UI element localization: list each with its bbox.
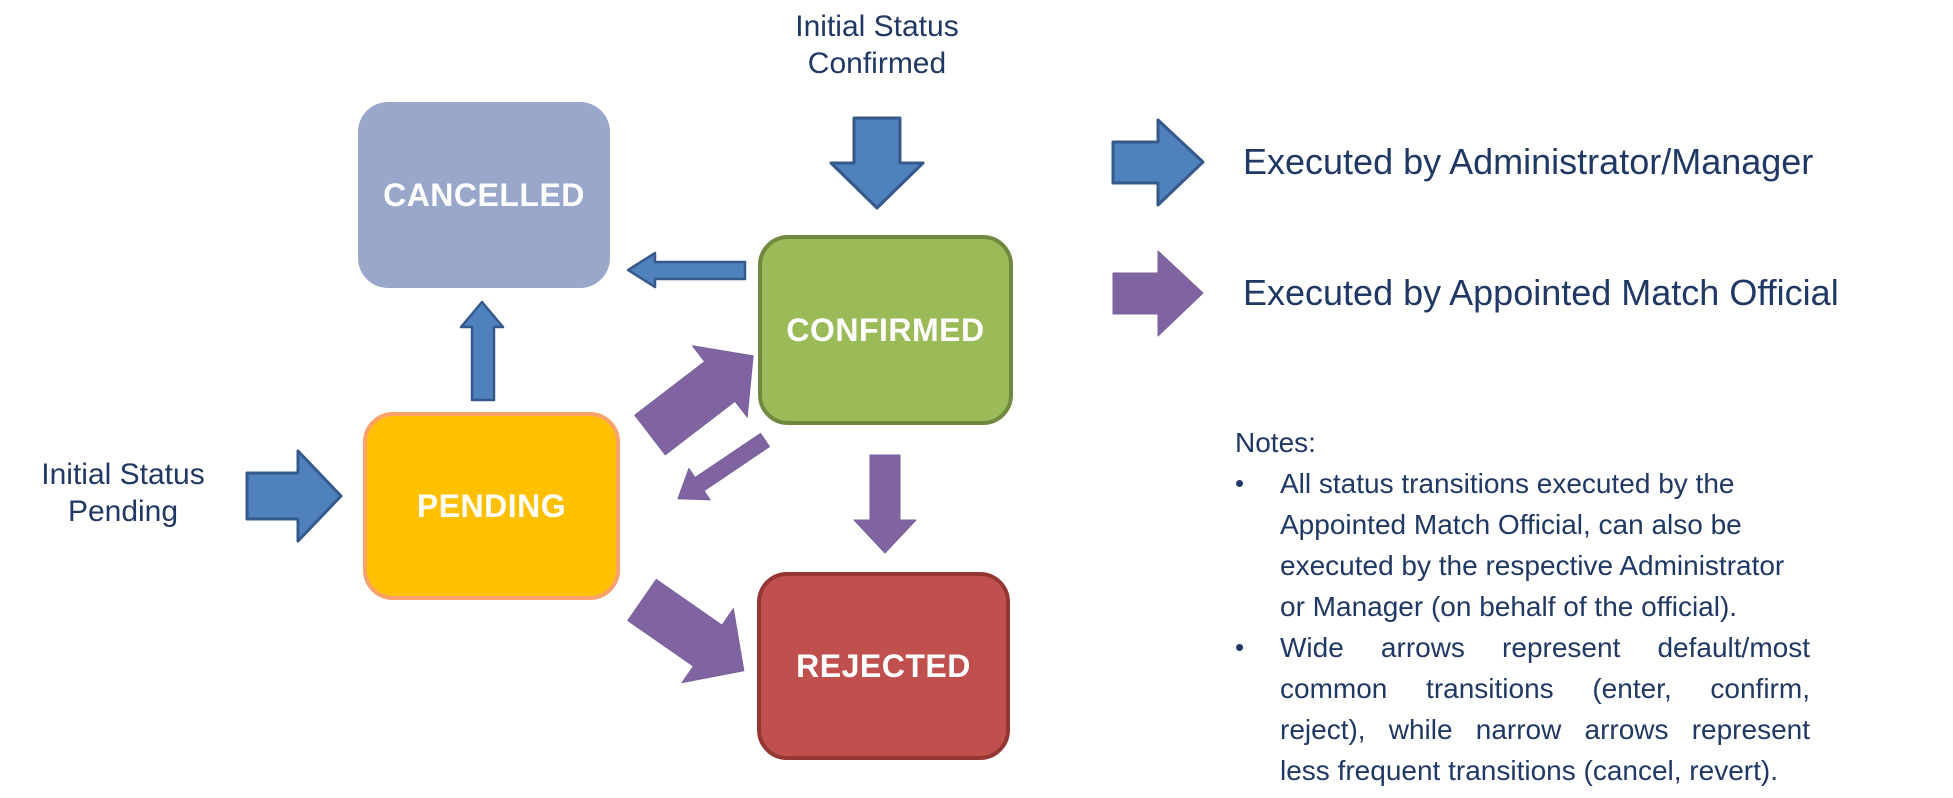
- bullet-marker: •: [1235, 632, 1245, 662]
- cancel-from-pending-arrow-icon: [459, 300, 505, 402]
- reject-from-pending-arrow-icon: [627, 578, 745, 684]
- state-box-pending: PENDING: [363, 412, 620, 600]
- notes-bullet-2: • Wide arrows represent default/most com…: [1235, 627, 1835, 791]
- state-label-pending: PENDING: [416, 487, 567, 524]
- bullet-marker: •: [1235, 468, 1245, 498]
- initial-confirmed-arrow-icon: [829, 116, 925, 210]
- legend-label-official: Executed by Appointed Match Official: [1243, 272, 1839, 313]
- initial-status-pending-label: Initial Status Pending: [13, 456, 233, 530]
- state-label-rejected: REJECTED: [796, 647, 971, 684]
- state-box-cancelled: CANCELLED: [358, 102, 610, 288]
- initial-status-confirmed-label: Initial Status Confirmed: [752, 8, 1002, 82]
- notes-line: or Manager (on behalf of the official).: [1280, 591, 1738, 622]
- cancel-from-confirmed-arrow-icon: [626, 251, 747, 289]
- notes-line: executed by the respective Administrator: [1280, 550, 1785, 581]
- notes-line: Appointed Match Official, can also be: [1280, 509, 1742, 540]
- reject-from-confirmed-arrow-icon: [853, 454, 917, 554]
- notes-line: less frequent transitions (cancel, rever…: [1280, 755, 1778, 786]
- initial-status-pending-line2: Pending: [67, 495, 179, 528]
- state-label-confirmed: CONFIRMED: [786, 311, 985, 348]
- notes-line: All status transitions executed by the: [1280, 468, 1735, 499]
- legend-official-arrow-icon: [1112, 250, 1204, 337]
- notes-line: common transitions (enter, confirm,: [1280, 673, 1810, 704]
- confirm-from-pending-arrow-icon: [634, 345, 754, 456]
- notes-bullet-1-lines: All status transitions executed by the A…: [1280, 463, 1810, 627]
- initial-status-pending-line1: Initial Status: [41, 458, 205, 491]
- notes-bullet-2-lines: Wide arrows represent default/most commo…: [1280, 627, 1810, 791]
- notes-title: Notes:: [1235, 427, 1316, 458]
- initial-status-confirmed-line1: Initial Status: [795, 10, 959, 43]
- state-box-confirmed: CONFIRMED: [758, 235, 1013, 425]
- notes-bullet-1: • All status transitions executed by the…: [1235, 463, 1835, 627]
- enter-pending-arrow-icon: [245, 449, 343, 543]
- legend-admin-arrow-icon: [1111, 118, 1205, 207]
- notes-block: Notes: • All status transitions executed…: [1235, 422, 1835, 791]
- state-box-rejected: REJECTED: [757, 572, 1010, 760]
- notes-line: Wide arrows represent default/most: [1280, 632, 1810, 663]
- legend-label-admin: Executed by Administrator/Manager: [1243, 141, 1814, 182]
- state-label-cancelled: CANCELLED: [383, 176, 585, 213]
- notes-line: reject), while narrow arrows represent: [1280, 714, 1810, 745]
- revert-to-pending-arrow-icon: [677, 432, 770, 501]
- initial-status-confirmed-line2: Confirmed: [807, 47, 947, 80]
